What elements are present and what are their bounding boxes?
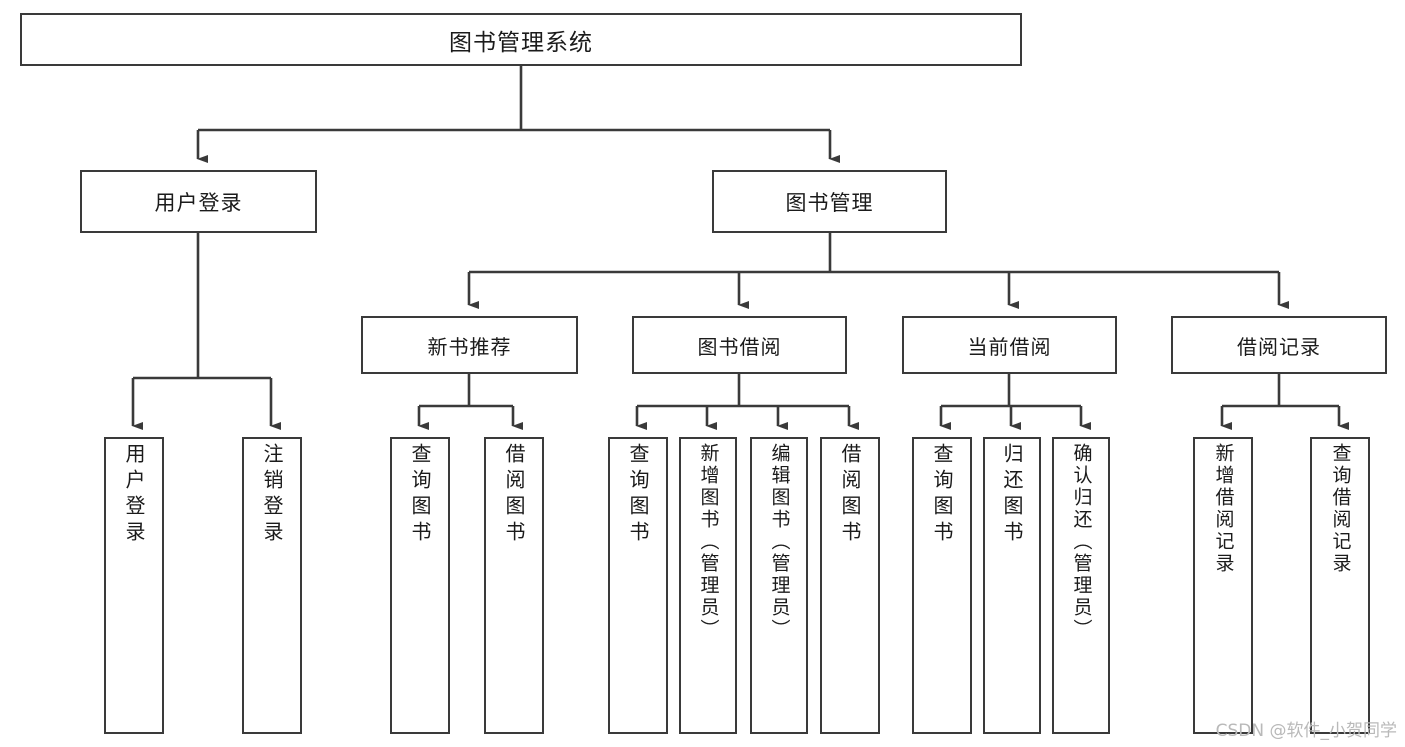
leaf-query-record[interactable]: 查询借阅记录 [1310, 437, 1370, 734]
node-book-borrow[interactable]: 图书借阅 [632, 316, 847, 374]
node-new-book-recommend[interactable]: 新书推荐 [361, 316, 578, 374]
node-label: 查询图书 [626, 443, 650, 547]
node-label: 查询图书 [930, 443, 954, 547]
leaf-user-logout[interactable]: 注销登录 [242, 437, 302, 734]
node-label: 用户登录 [122, 443, 146, 547]
node-label: 确认归还（管理员） [1070, 443, 1093, 641]
node-label: 新书推荐 [427, 334, 512, 359]
node-label: 借阅记录 [1237, 334, 1321, 359]
node-borrow-record[interactable]: 借阅记录 [1171, 316, 1387, 374]
leaf-borrow-book-2[interactable]: 借阅图书 [820, 437, 880, 734]
leaf-query-book-2[interactable]: 查询图书 [608, 437, 668, 734]
node-user-login[interactable]: 用户登录 [80, 170, 317, 233]
node-label: 归还图书 [1000, 443, 1024, 547]
node-label: 查询借阅记录 [1329, 443, 1352, 575]
node-label: 新增借阅记录 [1212, 443, 1235, 575]
node-label: 查询图书 [408, 443, 432, 547]
node-label: 新增图书（管理员） [697, 443, 720, 641]
leaf-add-record[interactable]: 新增借阅记录 [1193, 437, 1253, 734]
node-label: 注销登录 [260, 443, 284, 547]
node-label: 图书借阅 [697, 334, 782, 359]
leaf-edit-book[interactable]: 编辑图书（管理员） [750, 437, 808, 734]
node-label: 图书管理 [785, 190, 874, 215]
node-label: 当前借阅 [967, 334, 1052, 359]
leaf-add-book[interactable]: 新增图书（管理员） [679, 437, 737, 734]
leaf-borrow-book-1[interactable]: 借阅图书 [484, 437, 544, 734]
node-label: 借阅图书 [502, 443, 526, 547]
leaf-confirm-return[interactable]: 确认归还（管理员） [1052, 437, 1110, 734]
leaf-return-book[interactable]: 归还图书 [983, 437, 1041, 734]
node-current-borrow[interactable]: 当前借阅 [902, 316, 1117, 374]
node-root-system[interactable]: 图书管理系统 [20, 13, 1022, 66]
node-label: 编辑图书（管理员） [768, 443, 791, 641]
leaf-query-book-3[interactable]: 查询图书 [912, 437, 972, 734]
node-label: 借阅图书 [838, 443, 862, 547]
node-label: 图书管理系统 [449, 29, 593, 56]
leaf-query-book-1[interactable]: 查询图书 [390, 437, 450, 734]
node-label: 用户登录 [154, 190, 243, 215]
leaf-user-login[interactable]: 用户登录 [104, 437, 164, 734]
node-book-manage[interactable]: 图书管理 [712, 170, 947, 233]
